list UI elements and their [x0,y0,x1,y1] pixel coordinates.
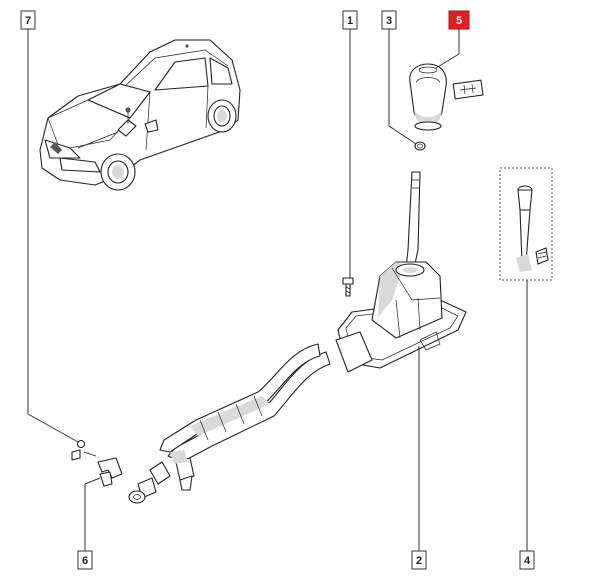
gear-shift-knob [409,63,484,131]
callout-7-label: 7 [25,15,31,27]
callout-5-label: 5 [456,15,462,27]
callout-3: 3 [381,10,397,30]
gear-selector-cables [128,343,331,504]
callout-1: 1 [342,10,358,30]
callout-7: 7 [20,10,36,30]
callout-5: 5 [448,10,470,30]
callout-4: 4 [519,550,535,570]
vehicle-illustration [39,39,241,191]
lever-sleeve-kit [499,167,553,281]
callout-6-label: 6 [82,555,88,567]
gear-lever-assembly [335,171,467,373]
knob-clip-ring [414,141,426,151]
callout-1-label: 1 [347,15,353,27]
leader-lines [27,29,528,551]
callout-3-label: 3 [386,15,392,27]
callout-6: 6 [77,550,93,570]
cable-bracket-clip [71,439,123,487]
fixing-bolt [342,277,354,297]
callout-2: 2 [411,550,427,570]
callout-4-label: 4 [524,555,531,567]
callout-2-label: 2 [416,555,422,567]
